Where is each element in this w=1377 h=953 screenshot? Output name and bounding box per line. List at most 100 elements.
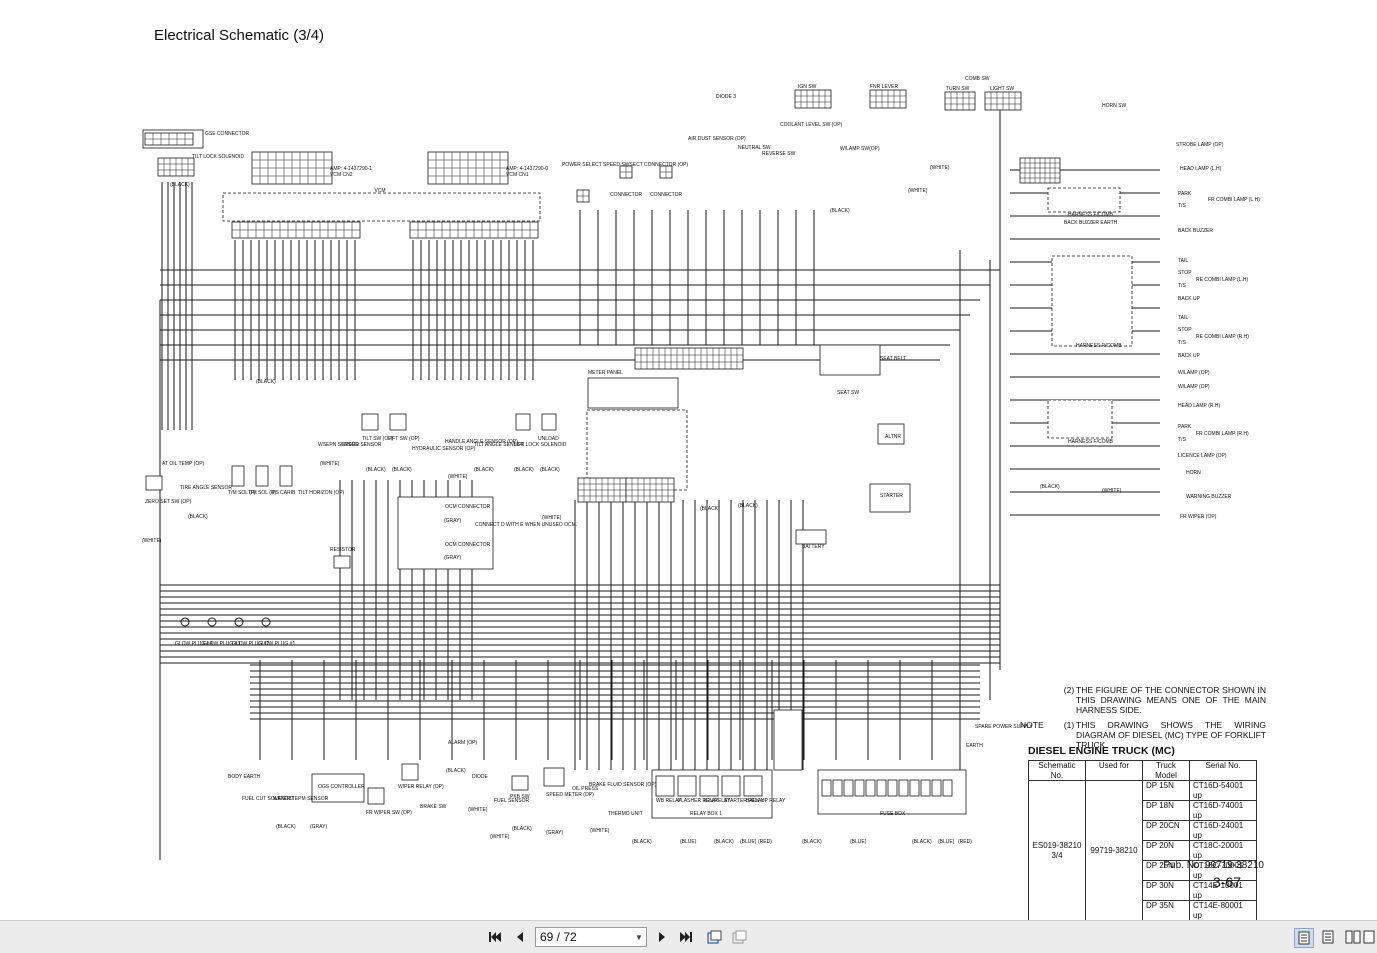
label-vcm: VCM bbox=[374, 188, 385, 194]
label-head-lamp-rh: HEAD LAMP (R.H) bbox=[1178, 403, 1220, 409]
table-row-serial: CT16D-74001 up bbox=[1189, 800, 1257, 821]
label-wlamp-sw: W/LAMP SW(OP) bbox=[840, 146, 880, 152]
label-diode3: DIODE 3 bbox=[716, 94, 736, 100]
label-blue: (BLUE) bbox=[740, 839, 757, 845]
label-ocm2: OCM CONNECTOR bbox=[445, 542, 491, 548]
label-resistor: RESISTOR bbox=[330, 547, 356, 553]
label-altnr: ALTNR bbox=[885, 434, 901, 440]
label-red: (RED) bbox=[758, 839, 772, 845]
th-used-for: Used for bbox=[1085, 760, 1143, 781]
label-black: (BLACK) bbox=[170, 182, 190, 188]
label-black: (BLACK) bbox=[366, 467, 386, 473]
label-horn-sw: HORN SW bbox=[1102, 103, 1126, 109]
fit-width-icon[interactable] bbox=[730, 928, 748, 946]
label-unload: UNLOAD bbox=[538, 436, 559, 442]
label-black: (BLACK) bbox=[540, 467, 560, 473]
label-red: (RED) bbox=[958, 839, 972, 845]
label-black: (BLACK) bbox=[1040, 484, 1060, 490]
label-coolant-level: COOLANT LEVEL SW (OP) bbox=[780, 122, 843, 128]
label-relay-box1: RELAY BOX 1 bbox=[690, 811, 722, 817]
label-wiper-relay: WIPER RELAY (OP) bbox=[398, 784, 444, 790]
single-page-view-icon[interactable] bbox=[1294, 928, 1314, 948]
label-fnr-lever: FNR LEVER bbox=[870, 84, 898, 90]
label-back-up: BACK UP bbox=[1178, 296, 1201, 302]
label-tail: TAIL bbox=[1178, 315, 1188, 321]
label-black: (BLACK) bbox=[632, 839, 652, 845]
label-park: PARK bbox=[1178, 424, 1192, 430]
table-row-model: DP 18N bbox=[1142, 800, 1190, 821]
label-lift-sw: LIFT SW (OP) bbox=[388, 436, 420, 442]
label-ign-relay: IGN RELAY bbox=[704, 798, 731, 804]
label-amp-cn2: AMP: 4-1437290-1 bbox=[330, 166, 372, 172]
label-stop: STOP bbox=[1178, 327, 1192, 333]
th-schematic: Schematic No. bbox=[1028, 760, 1086, 781]
document-page: Electrical Schematic (3/4) GSE CONNECTOR… bbox=[142, 27, 1266, 921]
schematic-no-cell: ES019-38210 3/4 bbox=[1028, 780, 1086, 921]
table-row-serial: CT16D-54001 up bbox=[1189, 780, 1257, 801]
label-blue: (BLUE) bbox=[850, 839, 867, 845]
label-wb-relay: WB RELAY bbox=[656, 798, 682, 804]
label-wlamp-op: W/LAMP (OP) bbox=[1178, 370, 1210, 376]
label-ogs: OGS CONTROLLER bbox=[318, 784, 365, 790]
label-black: (BLACK) bbox=[514, 467, 534, 473]
label-harness-fcomb: HARNESS F/COMB bbox=[1068, 212, 1114, 218]
label-fr-wiper-sw: FR WIPER SW (OP) bbox=[366, 810, 412, 816]
label-horn: HORN bbox=[1186, 470, 1201, 476]
first-page-icon[interactable] bbox=[486, 928, 504, 946]
serial-table: Schematic No. Used for Truck Model Seria… bbox=[1028, 760, 1257, 921]
label-black: (BLACK) bbox=[188, 514, 208, 520]
label-black: (BLACK) bbox=[714, 839, 734, 845]
label-black: (BLACK) bbox=[474, 467, 494, 473]
label-fr-wiper: FR WIPER (OP) bbox=[1180, 514, 1217, 520]
next-page-icon[interactable] bbox=[653, 928, 671, 946]
label-brake-sw: BRAKE SW bbox=[420, 804, 447, 810]
label-light-sw: LIGHT SW bbox=[990, 86, 1014, 92]
label-reverse-sw: REVERSE SW bbox=[762, 151, 796, 157]
facing-view-icon[interactable] bbox=[1344, 928, 1362, 946]
label-amp-cn1: AMP: 4-1437290-0 bbox=[506, 166, 548, 172]
label-gray: (GRAY) bbox=[310, 824, 327, 830]
fit-page-icon[interactable] bbox=[705, 928, 723, 946]
label-speed-meter: SPEED METER (OP) bbox=[546, 792, 594, 798]
label-speed-sensor: SPEED SENSOR bbox=[342, 442, 382, 448]
label-black: (BLACK) bbox=[276, 824, 296, 830]
label-water-temp: WATER TEPM SENSOR bbox=[273, 796, 329, 802]
label-pkb-sw: PKB SW bbox=[510, 794, 530, 800]
th-truck-model: Truck Model bbox=[1142, 760, 1190, 781]
note-2: THE FIGURE OF THE CONNECTOR SHOWN IN THI… bbox=[1076, 685, 1266, 715]
pub-number: Pub. No. 99719-38210 bbox=[1163, 860, 1264, 871]
chevron-down-icon[interactable]: ▼ bbox=[635, 932, 643, 942]
label-fuel-sensor: FUEL SENSOR bbox=[494, 798, 529, 804]
label-stop: STOP bbox=[1178, 270, 1192, 276]
notes-block: (2) THE FIGURE OF THE CONNECTOR SHOWN IN… bbox=[1020, 685, 1266, 750]
label-tm-sol-r: T/M SOL (R) bbox=[248, 490, 276, 496]
viewer-toolbar: 69 / 72 ▼ bbox=[0, 920, 1377, 953]
label-fr-combi-rh: FR COMBI LAMP (R.H) bbox=[1196, 431, 1249, 437]
label-blue: (BLUE) bbox=[680, 839, 697, 845]
label-vcm-cn2: VCM CN2 bbox=[330, 172, 353, 178]
label-glow3: GLOW PLUG #3 bbox=[203, 641, 240, 647]
label-ts: T/S bbox=[1178, 340, 1186, 346]
last-page-icon[interactable] bbox=[677, 928, 695, 946]
prev-page-icon[interactable] bbox=[511, 928, 529, 946]
label-connector2: CONNECTOR bbox=[650, 192, 683, 198]
label-seat-belt: SEAT BELT bbox=[880, 356, 906, 362]
label-alarm: ALARM (OP) bbox=[448, 740, 478, 746]
cover-view-icon[interactable] bbox=[1360, 928, 1377, 946]
page-label: 3-67 bbox=[1212, 874, 1241, 890]
table-row-model: DP 35N bbox=[1142, 900, 1190, 921]
label-meter-panel: METER PANEL bbox=[588, 370, 623, 376]
continuous-view-icon[interactable] bbox=[1319, 928, 1337, 946]
label-fuel-cut: FUEL CUT SOLENOID bbox=[242, 796, 294, 802]
table-row-model: DP 30N bbox=[1142, 880, 1190, 901]
label-white: (WHITE) bbox=[320, 461, 340, 467]
label-neutral-sw: NEUTRAL SW bbox=[738, 145, 771, 151]
label-oil-press: OIL PRESS bbox=[572, 786, 599, 792]
label-black: (BLACK) bbox=[392, 467, 412, 473]
label-handle-angle: HANDLE ANGLE SENSOR (OP) bbox=[445, 439, 518, 445]
page-number-field[interactable]: 69 / 72 ▼ bbox=[535, 927, 647, 947]
truck-title: DIESEL ENGINE TRUCK (MC) bbox=[1028, 745, 1175, 757]
label-glow2: GLOW PLUG #2 bbox=[232, 641, 269, 647]
label-re-combi-lh: RE COMBI LAMP (L.H) bbox=[1196, 277, 1248, 283]
